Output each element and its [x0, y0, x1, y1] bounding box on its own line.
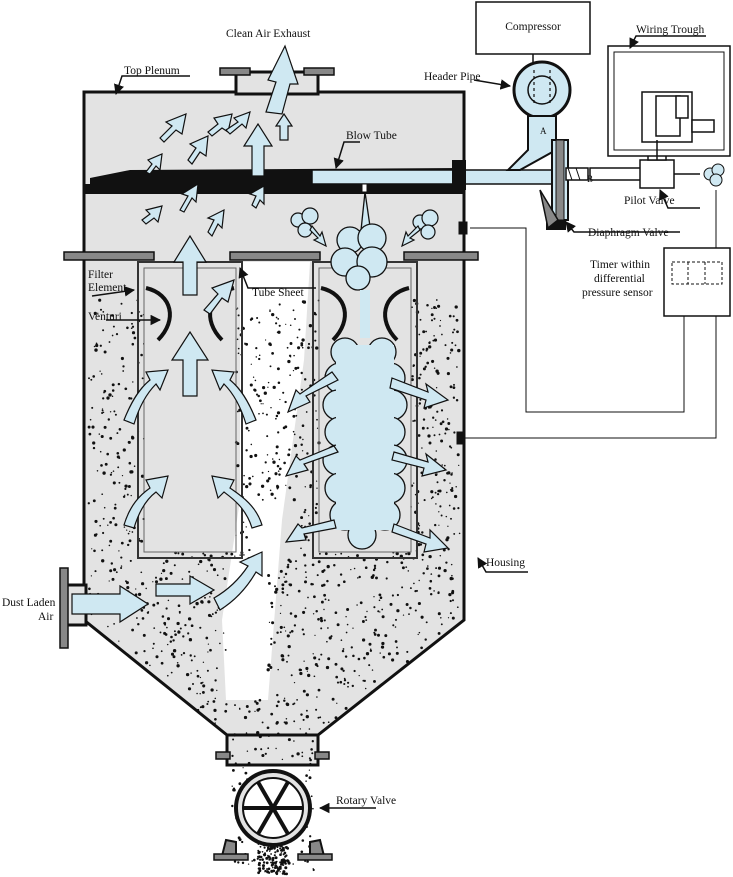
updraft-arrow	[172, 234, 208, 296]
pulse-arrow	[401, 224, 421, 248]
pulse-arrow	[391, 451, 448, 477]
label-tube-sheet: Tube Sheet	[252, 287, 304, 299]
hopper-outlet	[225, 733, 320, 767]
label-wiring-trough: Wiring Trough	[636, 24, 704, 36]
label-pilot-valve: Pilot Valve	[624, 195, 675, 207]
label-marker-b: B	[587, 174, 593, 184]
timer-box	[663, 247, 731, 317]
pulse-arrow	[286, 371, 339, 414]
clean-air-zone	[222, 262, 310, 700]
inflow-arrow	[123, 475, 169, 529]
dust-inflow-arrow	[155, 574, 216, 606]
label-dust-laden-1: Dust Laden	[2, 597, 56, 609]
label-diaphragm-valve: Diaphragm Valve	[588, 227, 669, 239]
label-marker-a: A	[540, 126, 547, 136]
dust-inflow-arrow	[71, 584, 150, 624]
label-housing: Housing	[486, 557, 525, 569]
pulse-arrow	[284, 445, 339, 477]
label-rotary-valve: Rotary Valve	[336, 795, 396, 807]
label-filter-element-2: Element	[88, 282, 127, 294]
label-filter-element-1: Filter	[88, 269, 113, 281]
updraft-arrow	[203, 279, 235, 315]
signal-wires	[456, 190, 717, 445]
exhaust-arrow	[274, 112, 294, 141]
leader-lines	[91, 35, 706, 814]
exhaust-arrow	[179, 182, 199, 213]
pulse-cloud	[322, 191, 408, 550]
label-dust-laden-2: Air	[38, 611, 54, 623]
blow-tube	[311, 160, 553, 193]
pulse-arrow	[391, 523, 450, 553]
label-header-pipe: Header Pipe	[424, 71, 481, 83]
label-timer-line1: Timer within	[590, 259, 650, 271]
air-flow-arrows	[71, 44, 450, 624]
label-blow-tube: Blow Tube	[346, 130, 397, 142]
exhaust-arrow	[145, 153, 163, 175]
dust-inflow-arrow	[213, 551, 263, 611]
exhaust-arrow	[242, 122, 274, 177]
exhaust-arrow	[206, 208, 225, 238]
pulse-arrow	[389, 377, 450, 409]
pulse-arrow	[309, 224, 327, 248]
inflow-arrow	[211, 369, 257, 425]
exhaust-arrow	[248, 184, 265, 209]
inflow-arrow	[123, 369, 169, 425]
label-timer-line2: differential	[594, 273, 645, 285]
label-venturi: Venturi	[88, 311, 122, 323]
tube-sheet	[63, 251, 479, 261]
exhaust-arrow	[187, 135, 209, 165]
inflow-arrow	[211, 475, 263, 529]
exhaust-arrow	[225, 111, 251, 135]
rotary-valve	[213, 769, 333, 861]
wiring-trough	[607, 45, 731, 160]
venturi-right	[320, 286, 410, 342]
pulse-arrow	[284, 519, 337, 543]
exhaust-puff	[703, 163, 725, 187]
exhaust-arrow	[159, 113, 187, 143]
diaphragm-valve	[539, 139, 589, 230]
updraft-arrow	[170, 330, 210, 397]
label-timer-line3: pressure sensor	[582, 287, 653, 299]
labels: Clean Air Exhaust Top Plenum Compressor …	[2, 21, 704, 807]
label-top-plenum: Top Plenum	[124, 65, 180, 77]
header-pipe	[505, 60, 572, 171]
small-puffs	[290, 207, 439, 240]
compressor	[475, 1, 591, 70]
label-compressor: Compressor	[505, 21, 561, 33]
label-clean-air-exhaust: Clean Air Exhaust	[226, 28, 311, 40]
exhaust-arrow	[265, 44, 299, 115]
exhaust-arrow	[141, 205, 163, 225]
